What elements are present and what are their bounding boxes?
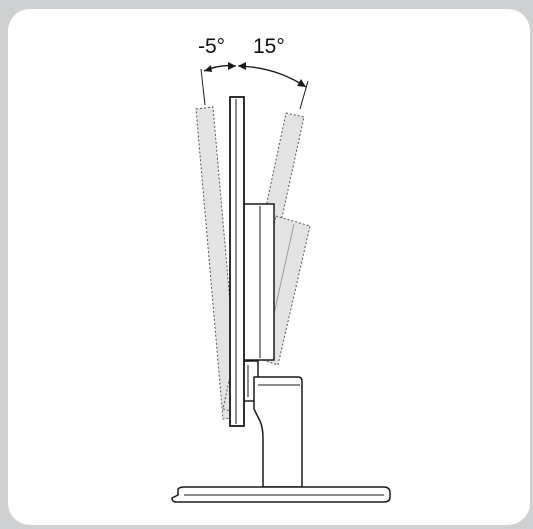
monitor-back-cover	[240, 203, 275, 361]
stand-column	[253, 376, 303, 488]
monitor-stand	[171, 376, 391, 503]
monitor-panel	[229, 96, 245, 427]
monitor-panel-body	[229, 96, 245, 427]
monitor-tilt-diagram: -5° 15°	[171, 35, 391, 503]
tilt-angle-arrows	[200, 62, 309, 110]
back-cover-body	[240, 203, 275, 361]
instruction-panel: -5° 15°	[8, 9, 530, 525]
forward-tilt-label: 15°	[253, 35, 285, 58]
forward-tilt-guide	[299, 80, 309, 110]
forward-tilt-arrow	[237, 65, 307, 88]
back-tilt-label: -5°	[198, 35, 225, 58]
back-tilt-guide	[200, 68, 206, 106]
